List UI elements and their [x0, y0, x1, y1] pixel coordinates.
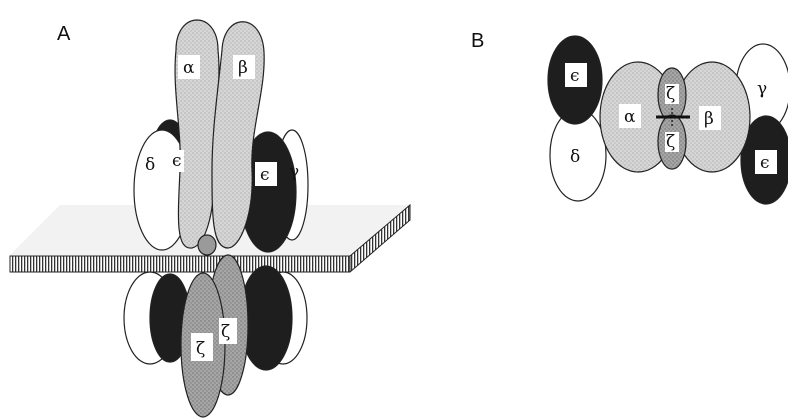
label-zeta-top-b: ζ — [665, 84, 679, 104]
label-zeta-front-a: ζ — [191, 333, 213, 361]
label-beta-a: β — [233, 55, 255, 79]
label-alpha-b: α — [619, 104, 641, 128]
delta-label-b: δ — [570, 147, 580, 167]
panel-a-label: A — [57, 23, 71, 45]
epsilon-right-label: ϵ — [260, 165, 270, 185]
alpha-label: α — [183, 58, 195, 78]
beta-label: β — [238, 58, 248, 78]
label-epsilon-bottom-right-b: ϵ — [755, 150, 777, 174]
zeta-transmembrane-nub — [198, 235, 216, 255]
panel-b-label: B — [471, 30, 484, 52]
label-epsilon-right-a: ϵ — [255, 162, 277, 186]
label-zeta-bottom-b: ζ — [665, 132, 679, 152]
zeta-top-label: ζ — [666, 84, 675, 104]
label-beta-b: β — [699, 106, 721, 130]
alpha-label-b: α — [624, 107, 636, 127]
gamma-label-a: γ — [289, 162, 299, 182]
panel-a: A α β δ — [10, 20, 410, 417]
label-zeta-back-a: ζ — [219, 318, 237, 344]
gamma-label-b: γ — [757, 79, 767, 99]
panel-b: B ϵ δ α ζ ζ β γ — [471, 30, 788, 204]
zeta-front-label: ζ — [196, 339, 205, 359]
epsilon-left-label: ϵ — [172, 151, 182, 171]
label-epsilon-left-a: ϵ — [170, 150, 184, 172]
delta-label: δ — [145, 155, 155, 175]
epsilon-bottom-right-label: ϵ — [760, 153, 770, 173]
label-alpha-a: α — [178, 55, 200, 79]
label-epsilon-top-left-b: ϵ — [565, 63, 587, 87]
membrane-front-face — [10, 256, 350, 272]
beta-label-b: β — [704, 109, 714, 129]
epsilon-top-left-label: ϵ — [570, 66, 580, 86]
zeta-bottom-label: ζ — [666, 132, 675, 152]
zeta-back-label: ζ — [221, 322, 230, 342]
